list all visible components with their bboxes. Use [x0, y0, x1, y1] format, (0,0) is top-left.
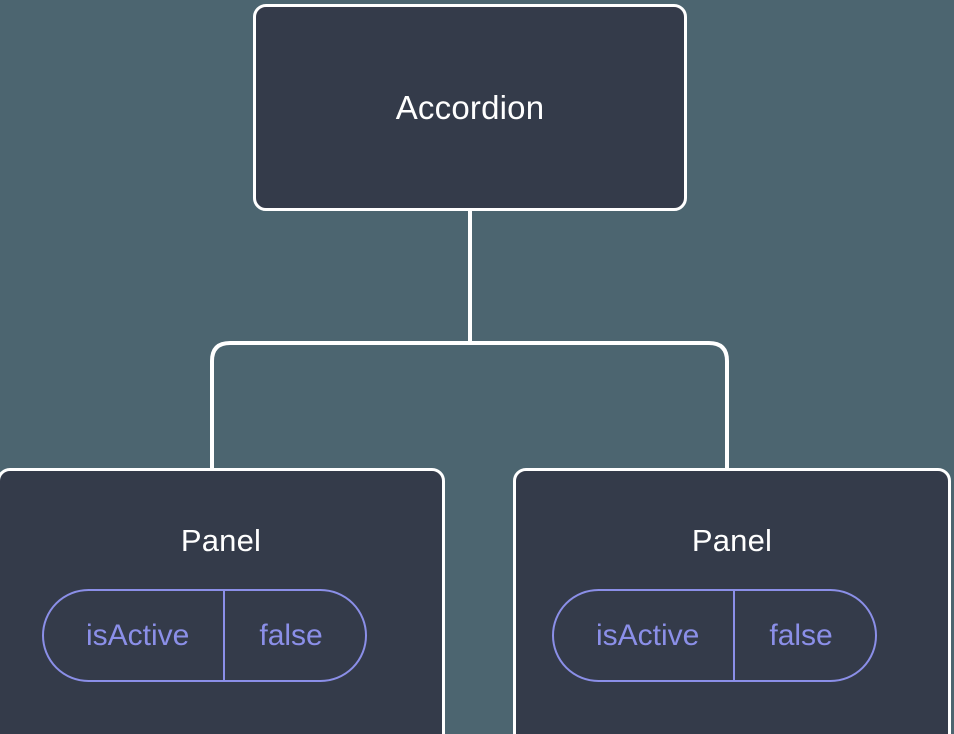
node-panel-1[interactable]: Panel isActive false — [0, 468, 445, 734]
node-title: Panel — [691, 523, 773, 558]
prop-badge-isactive[interactable]: isActive false — [552, 589, 877, 682]
node-title: Accordion — [395, 89, 545, 126]
edge-accordion-to-panel-2 — [470, 341, 729, 470]
node-accordion[interactable]: Accordion — [253, 4, 687, 211]
prop-key: isActive — [86, 618, 190, 652]
prop-key: isActive — [596, 618, 700, 652]
node-title: Panel — [180, 523, 262, 558]
node-panel-2[interactable]: Panel isActive false — [513, 468, 951, 734]
edge-accordion-to-panel-1 — [210, 341, 470, 470]
prop-value: false — [223, 591, 364, 680]
prop-badge-isactive[interactable]: isActive false — [42, 589, 367, 682]
prop-value: false — [733, 591, 874, 680]
